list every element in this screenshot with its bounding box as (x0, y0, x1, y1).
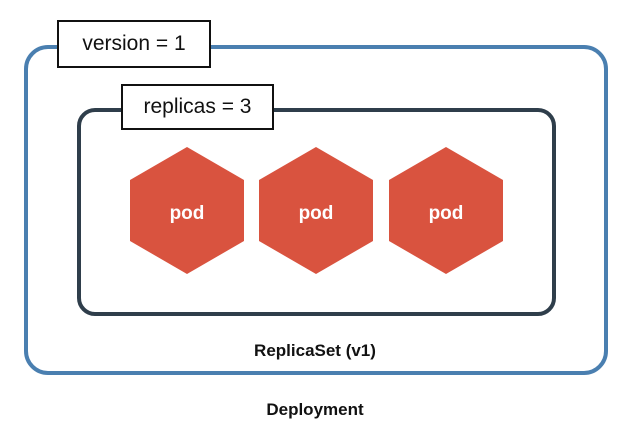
pod-hexagon (130, 147, 244, 274)
pod-label: pod (299, 203, 334, 224)
version-tag: version = 1 (57, 20, 211, 68)
replicas-tag: replicas = 3 (121, 84, 274, 130)
deployment-caption: Deployment (266, 400, 364, 419)
deployment-container (24, 45, 608, 375)
pod-1: pod (130, 147, 244, 274)
replicaset-container (77, 108, 556, 316)
pod-2: pod (259, 147, 373, 274)
replicaset-caption: ReplicaSet (v1) (254, 341, 376, 360)
pod-label: pod (429, 203, 464, 224)
pod-hexagon (389, 147, 503, 274)
pod-hexagon (259, 147, 373, 274)
pod-3: pod (389, 147, 503, 274)
pod-label: pod (170, 203, 205, 224)
